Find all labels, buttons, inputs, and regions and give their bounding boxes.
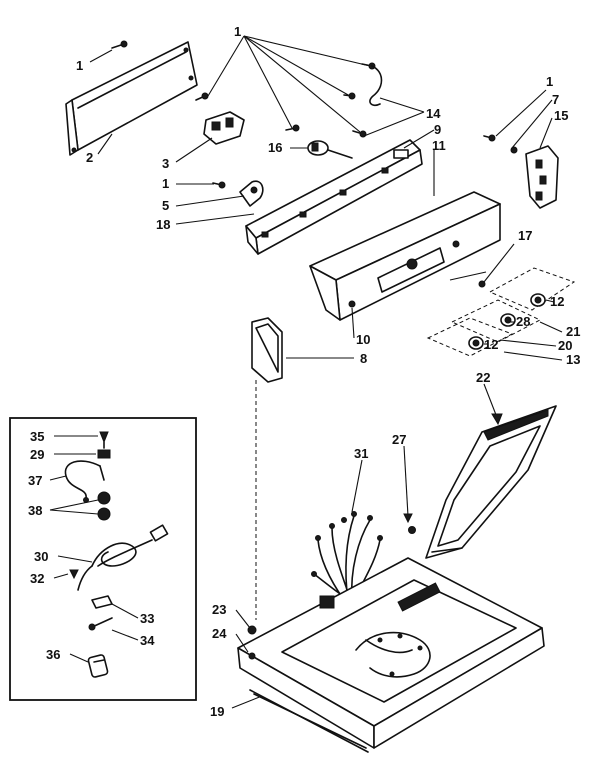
- callout-31: 31: [354, 446, 368, 461]
- screw-27: [403, 445, 416, 534]
- callout-23: 23: [212, 602, 226, 617]
- callout-22: 22: [476, 370, 490, 385]
- callout-18: 18: [156, 217, 170, 232]
- callout-8: 8: [360, 351, 367, 366]
- callout-11: 11: [432, 138, 446, 153]
- callout-27: 27: [392, 432, 406, 447]
- part-console-11: [309, 191, 501, 321]
- callout-labels: 1 1 1 1 2 3 5 7 8 9 10 11 12 12 13 14 15…: [28, 24, 580, 719]
- callout-21: 21: [566, 324, 580, 339]
- part-bracket-15: [510, 145, 559, 209]
- wire-14: [369, 65, 383, 107]
- callout-16: 16: [268, 140, 282, 155]
- callout-1: 1: [546, 74, 553, 89]
- callout-14: 14: [426, 106, 441, 121]
- inset-box: [9, 417, 197, 701]
- part-bracket-5: [239, 180, 264, 207]
- callout-20: 20: [558, 338, 572, 353]
- callout-24: 24: [212, 626, 227, 641]
- callout-1: 1: [162, 176, 169, 191]
- part-subassembly-17-13: [426, 267, 576, 357]
- callout-32: 32: [30, 571, 44, 586]
- callout-7: 7: [552, 92, 559, 107]
- callout-10: 10: [356, 332, 370, 347]
- part-lid-22: [425, 405, 557, 559]
- callout-36: 36: [46, 647, 60, 662]
- callout-29: 29: [30, 447, 44, 462]
- callout-15: 15: [554, 108, 568, 123]
- part-endcap-8: [251, 317, 283, 383]
- callout-5: 5: [162, 198, 169, 213]
- callout-12: 12: [550, 294, 564, 309]
- callout-12: 12: [484, 337, 498, 352]
- callout-2: 2: [86, 150, 93, 165]
- callout-35: 35: [30, 429, 44, 444]
- callout-19: 19: [210, 704, 224, 719]
- callout-3: 3: [162, 156, 169, 171]
- callout-1: 1: [76, 58, 83, 73]
- callout-17: 17: [518, 228, 532, 243]
- part-top-24: [237, 557, 545, 753]
- part-thermostat-16: [307, 140, 353, 159]
- callout-34: 34: [140, 633, 155, 648]
- part-rail-9: [245, 139, 423, 255]
- part-switch-3: [203, 111, 245, 145]
- callout-1: 1: [234, 24, 241, 39]
- callout-38: 38: [28, 503, 42, 518]
- callout-33: 33: [140, 611, 154, 626]
- callout-9: 9: [434, 122, 441, 137]
- part-panel-2: [65, 41, 198, 156]
- callout-28: 28: [516, 314, 530, 329]
- callout-37: 37: [28, 473, 42, 488]
- leader-lines: [49, 35, 563, 709]
- callout-13: 13: [566, 352, 580, 367]
- callout-30: 30: [34, 549, 48, 564]
